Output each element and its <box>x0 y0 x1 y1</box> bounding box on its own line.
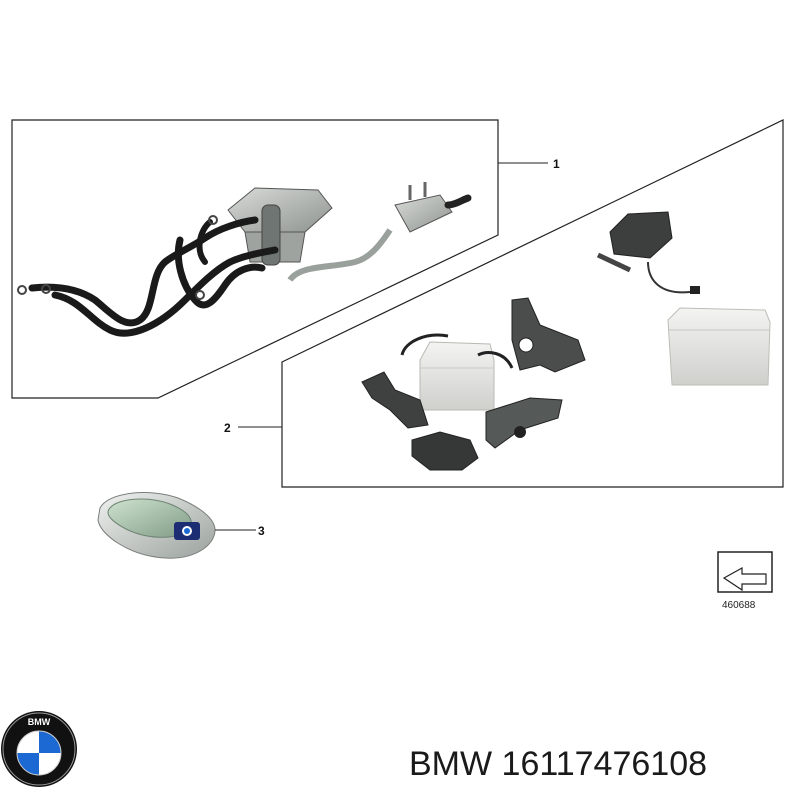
reference-symbol <box>717 551 773 593</box>
reference-number: 460688 <box>722 600 756 611</box>
callout-3: 3 <box>258 524 265 538</box>
display-key-illustration <box>97 492 216 559</box>
logo-lettering: BMW <box>28 717 51 727</box>
callout-2: 2 <box>224 421 231 435</box>
bmw-logo: BMW <box>1 711 77 787</box>
callout-1: 1 <box>553 157 560 171</box>
group-2-frame <box>281 119 784 488</box>
part-number-label: BMW 16117476108 <box>409 745 707 783</box>
battery-parts-illustration <box>361 211 771 471</box>
group-1-frame <box>11 119 499 399</box>
hose-assembly-illustration <box>17 182 472 337</box>
